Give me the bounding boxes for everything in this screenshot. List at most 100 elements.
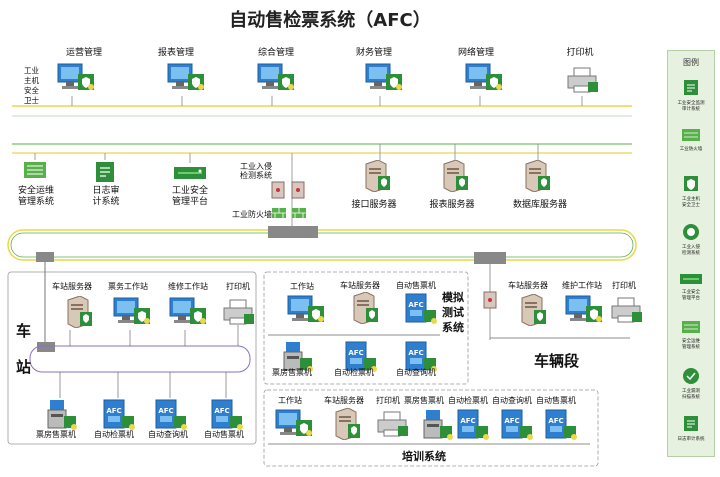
legend-title: 图例	[683, 58, 699, 67]
top-device-1-label: 报表管理	[157, 48, 195, 58]
top-device-3-label: 财务管理	[355, 48, 393, 58]
station-bottom-device-3-afc-icon: AFC	[208, 398, 244, 436]
depot-top-device-0-label: 车站服务器	[508, 281, 548, 290]
top-device-0-label: 运营管理	[65, 48, 103, 58]
sim-top-device-0-pcg-icon	[286, 294, 326, 328]
top-device-3-pcg-icon	[364, 62, 404, 96]
training-device-0-pcg-icon	[274, 408, 314, 442]
station-bottom-device-1-afc-icon: AFC	[100, 398, 136, 436]
depot-ids-icon	[483, 291, 497, 309]
server-device-2-label: 数据库服务器	[512, 200, 568, 210]
svg-text:AFC: AFC	[214, 407, 229, 415]
station-bottom-device-2-afc-icon: AFC	[152, 398, 188, 436]
station-top-device-1-label: 票务工作站	[108, 282, 148, 291]
training-device-6-afc-icon: AFC	[542, 408, 578, 446]
security-device-1-log-icon	[92, 160, 120, 190]
station-top-device-0-label: 车站服务器	[52, 282, 92, 291]
legend-item-0-label: 工业安全监测 审计系统	[677, 101, 705, 112]
legend-item-4-mgmt-icon	[668, 271, 714, 290]
svg-text:AFC: AFC	[348, 349, 363, 357]
legend-item-3: 工业入侵 检测系统	[668, 223, 714, 257]
host-guard-label: 工业 主机 安全 卫士	[24, 66, 39, 105]
server-device-0-server-icon	[362, 159, 392, 196]
station-top-device-1-pcg-icon	[112, 296, 152, 330]
top-device-4-label: 网络管理	[457, 48, 495, 58]
top-device-4-pcg-icon	[464, 62, 504, 96]
training-device-6-label: 自动售票机	[536, 396, 576, 405]
training-device-2-label: 打印机	[376, 396, 400, 405]
depot-top-device-1-label: 维护工作站	[562, 281, 602, 290]
sim-system-name: 模拟 测试 系统	[442, 291, 464, 334]
legend-item-2-pcg-icon	[668, 175, 714, 197]
legend-item-5: 安全运维 管理系统	[668, 319, 714, 351]
server-device-1-label: 报表服务器	[429, 200, 475, 210]
training-device-3-label: 票房售票机	[404, 396, 444, 405]
sim-bottom-device-2-afc-icon: AFC	[402, 340, 438, 378]
legend-item-1: 工业防火墙	[668, 127, 714, 153]
top-device-2-label: 综合管理	[257, 48, 295, 58]
station-top-device-3-printer-icon	[222, 298, 256, 330]
training-device-4-afc-icon: AFC	[454, 408, 490, 446]
legend-panel: 图例 工业安全监测 审计系统工业防火墙工业主机 安全卫士工业入侵 检测系统工业安…	[667, 50, 715, 457]
sim-bottom-device-2-label: 自动查询机	[396, 368, 436, 377]
security-device-2-label: 工业安全 管理平台	[171, 186, 209, 207]
svg-text:AFC: AFC	[408, 349, 423, 357]
station-name-top: 车	[16, 322, 32, 340]
sim-top-device-1-server-icon	[350, 291, 380, 328]
sim-bottom-device-1-label: 自动检票机	[334, 368, 374, 377]
station-top-device-0-server-icon	[64, 295, 94, 332]
server-device-2-server-icon	[522, 159, 552, 196]
station-top-device-3-label: 打印机	[226, 282, 250, 291]
svg-text:AFC: AFC	[106, 407, 121, 415]
sim-bottom-device-1-afc-icon: AFC	[342, 340, 378, 378]
top-device-0-pcg-icon	[56, 62, 96, 96]
security-device-1-label: 日志审 计系统	[92, 186, 120, 207]
top-device-5-label: 打印机	[566, 48, 594, 58]
server-device-1-server-icon	[440, 159, 470, 196]
legend-item-6: 工业漏洞 扫描系统	[668, 367, 714, 401]
ids-label: 工业入侵 检测系统	[240, 162, 272, 180]
legend-item-6-scan-icon	[668, 367, 714, 389]
security-device-0-label: 安全运维 管理系统	[17, 186, 55, 207]
security-device-2-mgmt-icon	[172, 163, 208, 189]
depot-name: 车辆段	[534, 352, 580, 370]
training-device-5-label: 自动查询机	[492, 396, 532, 405]
depot-top-device-2-label: 打印机	[612, 281, 636, 290]
legend-item-2-label: 工业主机 安全卫士	[682, 197, 700, 208]
firewall-label: 工业防火墙	[232, 210, 272, 219]
station-top-device-2-pcg-icon	[168, 296, 208, 330]
training-device-2-printer-icon	[376, 410, 410, 442]
sim-bottom-device-0-ticket-icon	[280, 340, 314, 378]
legend-item-4-label: 工业安全 管理平台	[682, 290, 700, 301]
svg-text:AFC: AFC	[158, 407, 173, 415]
legend-item-0-log-icon	[668, 79, 714, 101]
depot-top-device-0-server-icon	[518, 293, 548, 330]
security-device-0-rack-icon	[22, 160, 50, 186]
legend-item-0: 工业安全监测 审计系统	[668, 79, 714, 113]
station-name-bottom: 站	[16, 358, 32, 376]
station-bottom-device-3-label: 自动售票机	[204, 430, 244, 439]
top-device-1-pcg-icon	[166, 62, 206, 96]
legend-item-1-rack-icon	[668, 127, 714, 147]
legend-item-7-log-icon	[668, 415, 714, 437]
svg-text:AFC: AFC	[504, 417, 519, 425]
firewall-icon	[272, 208, 306, 218]
training-device-1-server-icon	[332, 407, 362, 444]
training-system-name: 培训系统	[402, 450, 446, 463]
legend-item-2: 工业主机 安全卫士	[668, 175, 714, 209]
training-device-1-label: 车站服务器	[324, 396, 364, 405]
sim-top-device-0-label: 工作站	[290, 282, 314, 291]
training-device-3-ticket-icon	[420, 408, 454, 446]
legend-item-6-label: 工业漏洞 扫描系统	[682, 389, 700, 400]
server-device-0-label: 接口服务器	[351, 200, 397, 210]
top-device-5-printer-icon	[566, 66, 600, 98]
legend-item-4: 工业安全 管理平台	[668, 271, 714, 302]
training-device-5-afc-icon: AFC	[498, 408, 534, 446]
sim-top-device-2-afc-icon: AFC	[402, 292, 438, 330]
depot-top-device-2-printer-icon	[610, 296, 644, 328]
top-device-2-pcg-icon	[256, 62, 296, 96]
svg-text:AFC: AFC	[460, 417, 475, 425]
sim-top-device-2-label: 自动售票机	[396, 281, 436, 290]
legend-item-5-label: 安全运维 管理系统	[682, 339, 700, 350]
